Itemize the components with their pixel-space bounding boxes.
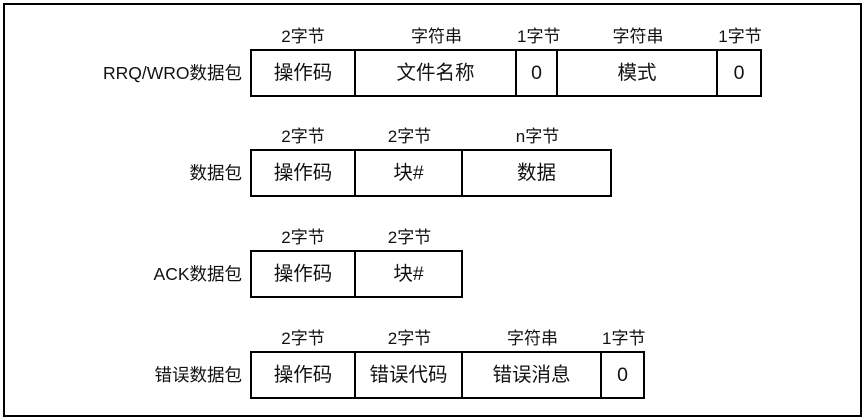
row-label: 数据包 — [189, 163, 243, 183]
field-size-row: 2字节 2字节 n字节 — [250, 126, 612, 147]
field-box: 错误消息 — [461, 351, 602, 399]
field-size-label: 2字节 — [281, 27, 325, 46]
field-size-label: 字符串 — [411, 27, 462, 46]
field-box: 操作码 — [250, 250, 356, 298]
field-box: 操作码 — [250, 49, 356, 97]
field-size-label: 2字节 — [281, 127, 325, 146]
field-size-label: n字节 — [515, 127, 560, 146]
packet-row-ack: ACK数据包 2字节 2字节 操作码 块# — [0, 227, 868, 298]
field-size-label: 2字节 — [281, 228, 325, 247]
field-box: 块# — [354, 149, 463, 197]
field-box-row: 操作码 块# — [250, 250, 463, 298]
field-size-label: 字符串 — [612, 27, 664, 46]
packet-row-rrq-wrq: RRQ/WRO数据包 2字节 字符串 1字节 字符串 1字节 操作码 文件名称 … — [0, 26, 868, 97]
field-box: 操作码 — [250, 149, 356, 197]
field-size-label: 2字节 — [387, 228, 432, 247]
field-size-row: 2字节 2字节 字符串 1字节 — [250, 328, 645, 349]
packet-row-data: 数据包 2字节 2字节 n字节 操作码 块# 数据 — [0, 126, 868, 197]
field-size-label: 1字节 — [718, 27, 762, 46]
row-label: ACK数据包 — [153, 264, 242, 284]
field-box-row: 操作码 文件名称 0 模式 0 — [250, 49, 762, 97]
field-box-row: 操作码 块# 数据 — [250, 149, 612, 197]
field-box: 数据 — [461, 149, 612, 197]
field-box-row: 操作码 错误代码 错误消息 0 — [250, 351, 645, 399]
diagram-border — [3, 3, 862, 417]
row-label: 错误数据包 — [154, 365, 243, 385]
field-box: 0 — [600, 351, 645, 399]
field-size-label: 1字节 — [517, 27, 561, 46]
field-size-label: 2字节 — [387, 127, 432, 146]
field-size-label: 2字节 — [387, 329, 432, 348]
field-size-row: 2字节 字符串 1字节 字符串 1字节 — [250, 26, 762, 47]
field-box: 操作码 — [250, 351, 356, 399]
field-size-label: 字符串 — [507, 329, 558, 348]
field-size-label: 1字节 — [602, 329, 646, 348]
packet-row-error: 错误数据包 2字节 2字节 字符串 1字节 操作码 错误代码 错误消息 0 — [0, 328, 868, 399]
field-box: 文件名称 — [354, 49, 517, 97]
field-size-label: 2字节 — [281, 329, 325, 348]
field-box: 0 — [716, 49, 762, 97]
field-box: 错误代码 — [354, 351, 463, 399]
field-box: 块# — [354, 250, 463, 298]
field-size-row: 2字节 2字节 — [250, 227, 463, 248]
field-box: 模式 — [556, 49, 718, 97]
row-label: RRQ/WRO数据包 — [102, 63, 242, 83]
field-box: 0 — [515, 49, 558, 97]
